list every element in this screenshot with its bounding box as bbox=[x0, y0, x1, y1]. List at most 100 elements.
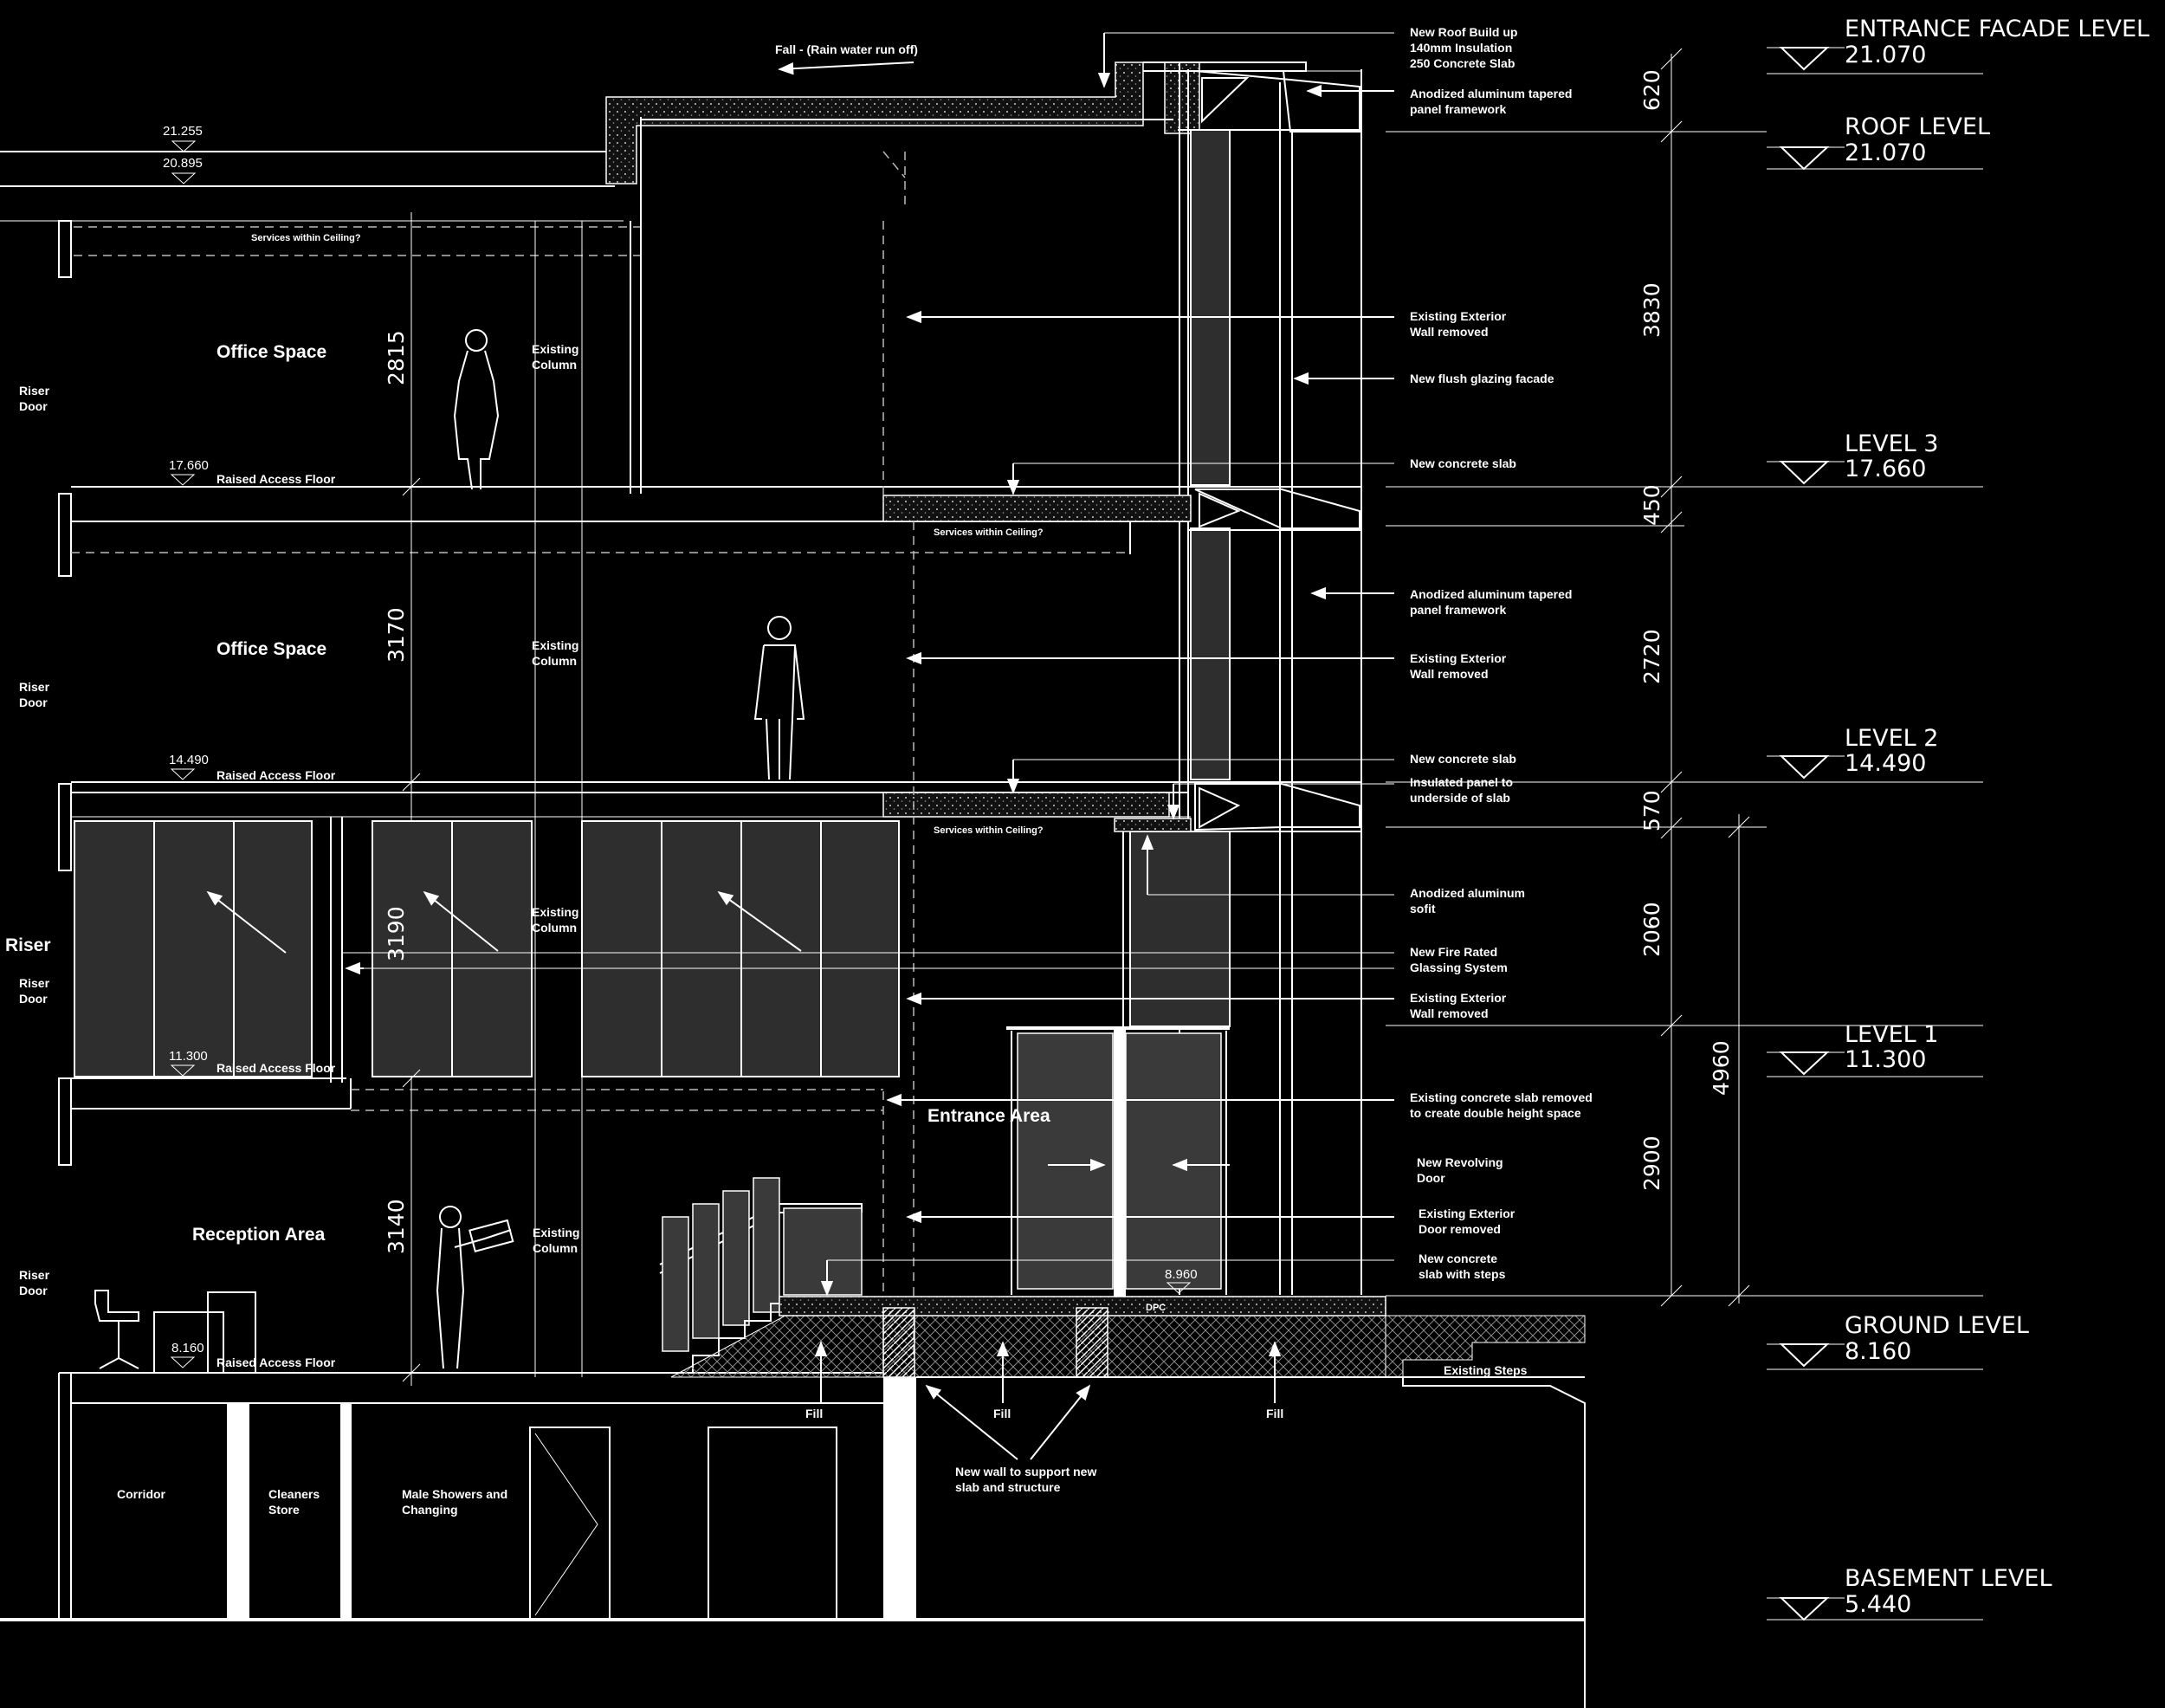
svg-text:Door: Door bbox=[19, 399, 48, 413]
svg-text:Existing Exterior: Existing Exterior bbox=[1410, 991, 1507, 1005]
interior-dimensions: 2815 3170 3190 3140 bbox=[384, 330, 421, 1382]
dimension-chain-right: 620 3830 450 2720 570 2060 2900 4960 bbox=[1386, 48, 1767, 1307]
level-marker-roof: ROOF LEVEL 21.070 bbox=[1767, 113, 1990, 171]
svg-text:Door: Door bbox=[1417, 1171, 1445, 1185]
basement bbox=[227, 1403, 837, 1621]
svg-text:underside of slab: underside of slab bbox=[1410, 791, 1510, 805]
existing-column-labels: Existing Column Existing Column Existing… bbox=[532, 342, 579, 1255]
room-label-corridor: Corridor bbox=[117, 1487, 166, 1501]
spot-level-text: 20.895 bbox=[163, 156, 203, 171]
level-marker-basement: BASEMENT LEVEL 5.440 bbox=[1767, 1565, 2052, 1621]
svg-text:Raised Access Floor: Raised Access Floor bbox=[216, 472, 336, 486]
level-marker-level-1: LEVEL 1 11.300 bbox=[1767, 1021, 1938, 1076]
fire-rated-glazing bbox=[74, 817, 900, 1083]
spot-level-text: 11.300 bbox=[169, 1049, 208, 1064]
svg-text:panel framework: panel framework bbox=[1410, 102, 1506, 116]
room-label-cleaners: Store bbox=[268, 1503, 300, 1517]
svg-text:Door: Door bbox=[19, 992, 48, 1006]
svg-text:Column: Column bbox=[533, 1241, 578, 1255]
svg-text:Fill: Fill bbox=[993, 1407, 1011, 1420]
top-spot-levels: 21.255 20.895 bbox=[163, 124, 203, 184]
dimension-text: 4960 bbox=[1709, 1040, 1734, 1096]
dimension-text: 3830 bbox=[1639, 282, 1664, 338]
room-label-riser: Riser bbox=[5, 935, 51, 955]
svg-text:Existing concrete slab removed: Existing concrete slab removed bbox=[1410, 1090, 1593, 1104]
dimension-text: 2720 bbox=[1639, 629, 1664, 684]
svg-text:slab with steps: slab with steps bbox=[1419, 1267, 1506, 1281]
svg-text:Existing: Existing bbox=[532, 638, 578, 652]
svg-text:Riser: Riser bbox=[19, 976, 50, 990]
svg-text:Anodized aluminum tapered: Anodized aluminum tapered bbox=[1410, 587, 1572, 601]
spot-level-text: 14.490 bbox=[169, 753, 209, 767]
dimension-text: 2900 bbox=[1639, 1135, 1664, 1191]
svg-text:Existing: Existing bbox=[532, 905, 578, 919]
svg-text:Raised Access Floor: Raised Access Floor bbox=[216, 1061, 336, 1075]
floor-and-ceiling-labels: Raised Access Floor Raised Access Floor … bbox=[216, 42, 1528, 1494]
level-name: LEVEL 2 bbox=[1845, 725, 1938, 752]
dimension-text: 2815 bbox=[384, 330, 409, 385]
level-value: 17.660 bbox=[1845, 456, 1926, 482]
glazing-arrows bbox=[206, 890, 1230, 1172]
svg-text:Existing Steps: Existing Steps bbox=[1444, 1363, 1528, 1377]
room-label-showers: Male Showers and bbox=[402, 1487, 507, 1501]
level-name: LEVEL 1 bbox=[1845, 1021, 1938, 1048]
spot-level-text: 21.255 bbox=[163, 124, 203, 139]
room-label-showers: Changing bbox=[402, 1503, 458, 1517]
room-label-entrance: Entrance Area bbox=[927, 1106, 1050, 1126]
level-name: ROOF LEVEL bbox=[1845, 113, 1990, 140]
dimension-text: 2060 bbox=[1639, 902, 1664, 957]
room-label-reception: Reception Area bbox=[192, 1225, 326, 1245]
svg-text:Anodized aluminum tapered: Anodized aluminum tapered bbox=[1410, 87, 1572, 100]
svg-text:Fall - (Rain water run off): Fall - (Rain water run off) bbox=[775, 42, 918, 56]
revolving-door bbox=[1006, 1026, 1230, 1297]
svg-text:Wall removed: Wall removed bbox=[1410, 325, 1489, 339]
svg-text:New Roof Build up: New Roof Build up bbox=[1410, 25, 1517, 39]
svg-text:New concrete slab: New concrete slab bbox=[1410, 456, 1516, 470]
dimension-text: 620 bbox=[1639, 69, 1664, 111]
dimension-text: 450 bbox=[1639, 484, 1664, 526]
svg-text:Riser: Riser bbox=[19, 680, 50, 694]
svg-text:Fill: Fill bbox=[1266, 1407, 1283, 1420]
level-lines bbox=[1386, 73, 1983, 1621]
dimension-text: 3170 bbox=[384, 607, 409, 663]
svg-text:Existing: Existing bbox=[532, 342, 578, 356]
level-value: 21.070 bbox=[1845, 42, 1926, 68]
dimension-text: 3140 bbox=[384, 1199, 409, 1254]
svg-text:New flush glazing facade: New flush glazing facade bbox=[1410, 372, 1554, 385]
roof-structure bbox=[605, 61, 1360, 494]
level-value: 8.160 bbox=[1845, 1338, 1911, 1365]
spot-level-text: 8.960 bbox=[1165, 1267, 1198, 1282]
dimension-text: 3190 bbox=[384, 906, 409, 961]
svg-text:sofit: sofit bbox=[1410, 902, 1436, 915]
svg-text:140mm Insulation: 140mm Insulation bbox=[1410, 41, 1512, 55]
svg-text:Services within Ceiling?: Services within Ceiling? bbox=[934, 527, 1044, 538]
level-name: BASEMENT LEVEL bbox=[1845, 1565, 2052, 1592]
svg-text:New concrete: New concrete bbox=[1419, 1252, 1497, 1265]
svg-text:New Fire Rated: New Fire Rated bbox=[1410, 945, 1497, 959]
svg-text:Door: Door bbox=[19, 1284, 48, 1297]
riser-door-labels: Riser Door Riser Door Riser Door Riser D… bbox=[19, 384, 50, 1297]
svg-text:slab and structure: slab and structure bbox=[955, 1480, 1061, 1494]
svg-text:Column: Column bbox=[532, 654, 577, 668]
svg-text:DPC: DPC bbox=[1146, 1303, 1166, 1313]
entrance-steps bbox=[659, 1177, 863, 1374]
svg-text:Fill: Fill bbox=[805, 1407, 823, 1420]
level-value: 11.300 bbox=[1845, 1046, 1926, 1073]
spot-level-text: 17.660 bbox=[169, 458, 209, 473]
svg-text:Services within Ceiling?: Services within Ceiling? bbox=[251, 233, 361, 243]
room-labels: Office Space Office Space Reception Area… bbox=[5, 342, 1050, 1517]
annotation-notes: New Roof Build up 140mm Insulation 250 C… bbox=[342, 25, 1593, 1297]
svg-text:Insulated panel to: Insulated panel to bbox=[1410, 775, 1513, 789]
svg-text:Existing Exterior: Existing Exterior bbox=[1419, 1207, 1516, 1220]
ground-fill bbox=[670, 1296, 1586, 1708]
room-label-office-2: Office Space bbox=[216, 639, 326, 659]
svg-text:New Revolving: New Revolving bbox=[1417, 1155, 1503, 1169]
svg-text:Raised Access Floor: Raised Access Floor bbox=[216, 768, 336, 782]
level-name: LEVEL 3 bbox=[1845, 430, 1938, 457]
svg-text:Anodized aluminum: Anodized aluminum bbox=[1410, 886, 1525, 900]
svg-text:New concrete slab: New concrete slab bbox=[1410, 752, 1516, 766]
svg-text:Wall removed: Wall removed bbox=[1410, 667, 1489, 681]
svg-text:to create double height space: to create double height space bbox=[1410, 1106, 1581, 1120]
svg-text:New wall to support new: New wall to support new bbox=[955, 1465, 1096, 1478]
